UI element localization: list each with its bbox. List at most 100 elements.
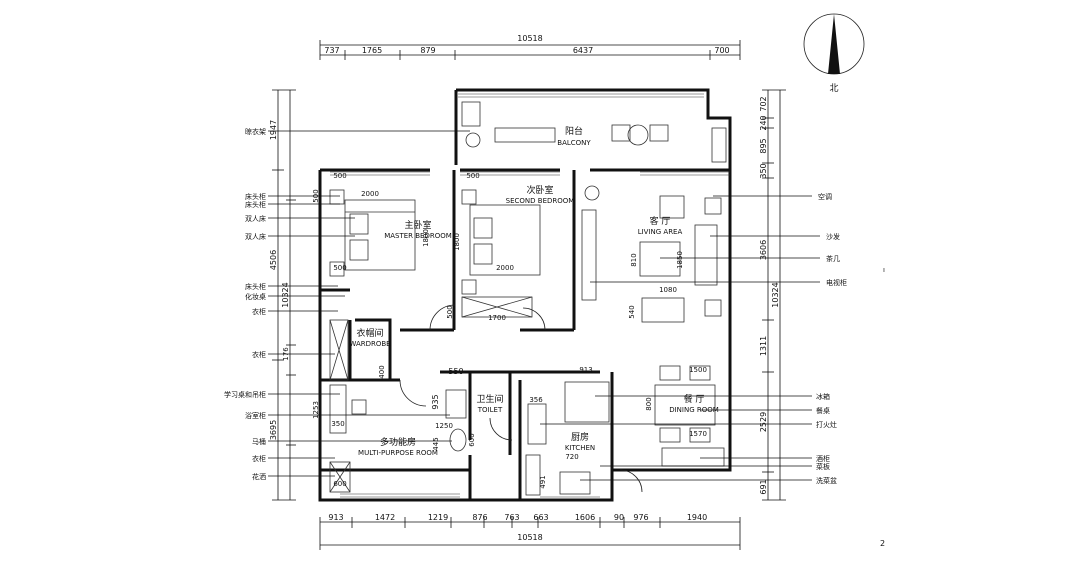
left-dim-1947: 1947 xyxy=(269,120,278,140)
multi-wardrobe xyxy=(329,461,351,493)
margin-mark: ı xyxy=(883,266,885,274)
toilet-dim-1250: 1250 xyxy=(435,422,453,430)
north-arrow xyxy=(828,14,840,74)
bottom-dim-8: 90 xyxy=(614,513,624,522)
armchair-top xyxy=(659,195,685,219)
bottom-dim-3: 1219 xyxy=(428,513,448,522)
fridge xyxy=(564,381,610,423)
kitchen-dim-913: 913 xyxy=(579,366,592,374)
kitchen-label-cn: 厨房 xyxy=(571,431,589,443)
master-dim-500b: 500 xyxy=(333,264,346,272)
dining-dim-1500: 1500 xyxy=(689,366,707,374)
label-double-bed-2: 双人床 xyxy=(245,232,266,241)
master-bedroom-label-en: MASTER BEDROOM xyxy=(384,232,452,240)
bottom-dim-7: 1606 xyxy=(575,513,595,522)
bottom-dim-9: 976 xyxy=(633,513,648,522)
left-dim-3695: 3695 xyxy=(269,420,278,440)
top-dim-3: 879 xyxy=(420,46,435,55)
second-dim-500: 500 xyxy=(466,172,479,180)
bottom-dim-4: 876 xyxy=(472,513,487,522)
dining-label-cn: 餐 厅 xyxy=(684,393,705,405)
compass: 北 xyxy=(803,13,865,94)
clothes-rack xyxy=(494,127,556,143)
master-bed xyxy=(344,199,416,271)
living-dim-1080: 1080 xyxy=(659,286,677,294)
top-dim-2: 1765 xyxy=(362,46,382,55)
balcony-label-en: BALCONY xyxy=(557,139,591,147)
bottom-total-dim: 10518 xyxy=(517,533,542,542)
tv-cabinet xyxy=(581,209,597,301)
right-total-dim: 10324 xyxy=(771,282,780,307)
right-dimensions: 702 240 895 350 3606 1311 2529 691 10324 xyxy=(759,89,786,501)
right-dim-3606: 3606 xyxy=(759,240,768,260)
toilet-dim-550: 550 xyxy=(448,367,463,376)
toilet-label-en: TOILET xyxy=(477,406,503,414)
bath-cabinet xyxy=(445,389,467,419)
label-clothes-rack: 晾衣架 xyxy=(245,127,266,136)
label-air-conditioner: 空调 xyxy=(818,192,832,201)
wardrobe-label-en: WARDROBE xyxy=(349,340,390,348)
kitchen-dim-720: 720 xyxy=(565,453,578,461)
label-toilet: 马桶 xyxy=(252,437,266,446)
bottom-dimensions: 913 1472 1219 876 763 663 1606 90 976 19… xyxy=(319,513,741,550)
left-annotations: 晾衣架 床头柜 床头柜 双人床 双人床 床头柜 化妆桌 衣柜 衣柜 学习桌和吊柜… xyxy=(224,127,470,481)
second-bedroom-label-en: SECOND BEDROOM xyxy=(506,197,575,205)
wardrobe-dim-600: 500 xyxy=(446,305,454,318)
page-number: 2 xyxy=(880,539,885,548)
sofa xyxy=(694,224,718,286)
toilet-label-cn: 卫生间 xyxy=(476,393,503,405)
right-dim-895: 895 xyxy=(759,138,768,153)
multi-room-label-en: MULTI-PURPOSE ROOM xyxy=(358,449,438,457)
label-wine-cabinet: 酒柜 xyxy=(816,454,830,463)
label-bath-cabinet: 浴室柜 xyxy=(245,411,266,420)
left-dim-4506: 4506 xyxy=(269,250,278,270)
label-stove: 打火灶 xyxy=(816,420,837,429)
right-dim-240: 240 xyxy=(759,115,768,130)
label-chopping-board: 菜板 xyxy=(816,462,830,471)
label-study-desk: 学习桌和吊柜 xyxy=(224,390,266,399)
study-desk xyxy=(329,384,347,434)
living-label-en: LIVING AREA xyxy=(638,228,683,236)
top-dim-4: 6437 xyxy=(573,46,593,55)
label-bedside-1: 床头柜 xyxy=(245,192,266,201)
label-wardrobe-2: 衣柜 xyxy=(252,350,266,359)
second-dim-1700: 1700 xyxy=(488,314,506,322)
multi-room-label-cn: 多功能房 xyxy=(380,436,416,448)
master-bedroom-label-cn: 主卧室 xyxy=(404,219,431,231)
label-wardrobe-1: 衣柜 xyxy=(252,307,266,316)
top-total-dim: 10518 xyxy=(517,34,542,43)
kitchen-dim-356: 356 xyxy=(529,396,543,404)
master-dim-2000: 2000 xyxy=(361,190,379,198)
label-dining-table: 餐桌 xyxy=(816,406,830,415)
top-dim-5: 700 xyxy=(714,46,729,55)
right-dim-702: 702 xyxy=(759,96,768,111)
master-dim-500a: 500 xyxy=(333,172,346,180)
label-sofa: 沙发 xyxy=(826,232,840,241)
dining-dim-1570: 1570 xyxy=(689,430,707,438)
second-dim-2000: 2000 xyxy=(496,264,514,272)
armchair-bottom xyxy=(641,297,685,323)
right-dim-350: 350 xyxy=(759,163,768,178)
multi-dim-350: 350 xyxy=(331,420,344,428)
label-vegetable-sink: 洗菜盆 xyxy=(816,476,837,485)
top-dim-1: 737 xyxy=(324,46,339,55)
bottom-dim-1: 913 xyxy=(328,513,343,522)
label-double-bed-1: 双人床 xyxy=(245,214,266,223)
second-dim-1800: 1800 xyxy=(453,233,461,251)
second-cabinet xyxy=(461,296,533,318)
left-dimensions: 1947 4506 3695 10324 500 176 1253 xyxy=(269,89,320,501)
wardrobe-strip xyxy=(329,319,349,381)
label-bedside-3: 床头柜 xyxy=(245,282,266,291)
multi-dim-600: 600 xyxy=(333,480,346,488)
left-total-dim: 10324 xyxy=(281,282,290,307)
label-bedside-2: 床头柜 xyxy=(245,200,266,209)
bottom-dim-2: 1472 xyxy=(375,513,395,522)
toilet-dim-445: 445 xyxy=(432,437,440,450)
right-dim-1311: 1311 xyxy=(759,336,768,356)
kitchen-label-en: KITCHEN xyxy=(565,444,595,452)
left-dim-1253: 1253 xyxy=(312,401,320,419)
label-shower: 花洒 xyxy=(252,472,266,481)
living-label-cn: 客 厅 xyxy=(650,215,671,227)
label-fridge: 冰箱 xyxy=(816,392,830,401)
